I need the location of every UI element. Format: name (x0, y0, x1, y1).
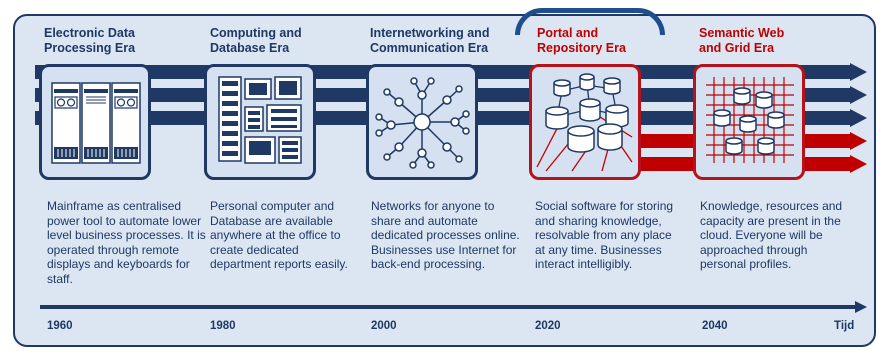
semantic-grid-icon (706, 77, 794, 163)
repository-icon (536, 73, 633, 172)
year-label-1980: 1980 (210, 320, 236, 332)
era-description-portal: Social software for storing and sharing … (535, 199, 674, 272)
mainframe-icon (51, 82, 141, 164)
era-card-computing (204, 64, 316, 180)
year-label-2040: 2040 (702, 320, 728, 332)
time-axis-arrow (40, 301, 867, 313)
network-icon (375, 77, 470, 169)
era-card-edp (39, 64, 151, 180)
era-description-edp: Mainframe as centralised power tool to a… (47, 199, 206, 286)
database-computer-icon (218, 76, 302, 164)
era-card-portal (529, 64, 641, 180)
era-description-semantic: Knowledge, resources and capacity are pr… (700, 199, 843, 272)
era-description-internetworking: Networks for anyone to share and automat… (371, 199, 520, 272)
year-label-2020: 2020 (535, 320, 561, 332)
year-label-1960: 1960 (47, 320, 73, 332)
time-axis-label: Tijd (834, 320, 855, 332)
era-description-computing: Personal computer and Database are avail… (210, 199, 348, 272)
era-card-internetworking (366, 64, 478, 180)
era-card-semantic (693, 64, 805, 180)
year-label-2000: 2000 (371, 320, 397, 332)
